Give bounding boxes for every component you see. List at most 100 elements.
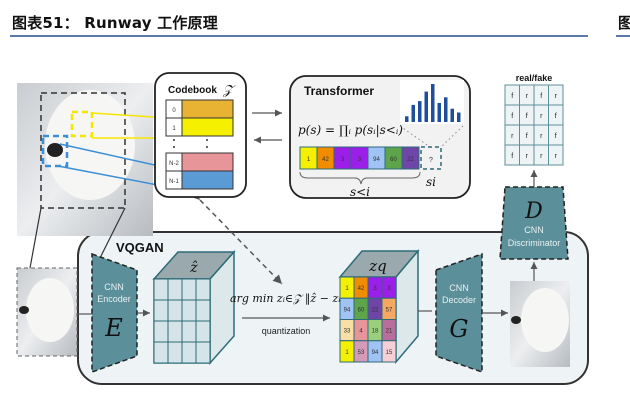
zq-cell-value: 57 [386,307,393,313]
real-fake-value: f [555,133,557,140]
input-image-small [16,267,78,357]
z-hat-cell [195,341,211,364]
zq-cell-value: 3 [373,286,377,292]
argmin-formula: arg min zᵢ∈𝒵 ‖ẑ − zᵢ‖ [230,292,346,306]
real-fake-value: f [511,93,513,100]
z-hat-cell [195,299,211,322]
zq-cell-value: 21 [386,329,393,335]
transformer-formula: p(s) = ∏ᵢ p(sᵢ|s<ᵢ) [298,123,403,137]
histogram-bar [405,116,409,122]
zq-label: zq [368,257,387,275]
cnn-decoder: CNN Decoder G [435,252,483,374]
patch-blue [41,134,69,168]
real-fake-value: r [511,133,514,140]
real-fake-value: f [540,93,542,100]
sequence-token-value: 42 [322,157,329,163]
cnn-encoder: CNN Encoder E [91,252,138,374]
context-label: s<i [350,185,370,199]
z-hat-cell [181,278,197,301]
cnn-discriminator: D CNN Discriminator [499,186,569,260]
zq-cell-value: 1 [345,350,349,356]
vqgan-title: VQGAN [116,240,164,255]
sequence-token-value: 3 [358,157,362,163]
discriminator-label-1: CNN [524,225,544,235]
histogram-bar [431,84,435,122]
codebook-title: Codebook [168,85,217,96]
z-hat-cell [181,320,197,343]
real-fake-value: r [526,153,529,160]
next-token: ? [429,157,433,164]
real-fake-title: real/fake [516,73,553,83]
discriminator-symbol: D [524,199,543,224]
z-hat-cell [181,341,197,364]
decoder-symbol: G [449,315,468,343]
zq-cell-value: 4 [359,329,363,335]
sequence-token-value: 22 [407,157,414,163]
real-fake-value: r [555,93,558,100]
z-hat-cell [167,320,183,343]
encoder-shape [91,252,138,374]
codebook-rows: 01N-2N-1 [165,99,234,190]
crop-region-dashed [40,92,126,209]
next-token-box [420,146,442,170]
z-hat-label: ẑ [189,259,198,276]
probability-histogram [405,84,461,122]
zq-cell-value: 33 [344,329,351,335]
zq-cell-value: 94 [344,307,351,313]
z-hat-cell [167,299,183,322]
decoder-shape [435,252,483,374]
real-fake-value: r [526,93,529,100]
real-fake-value: r [540,133,543,140]
z-hat-cell [153,341,169,364]
z-hat-cell [153,299,169,322]
z-hat-cell [153,278,169,301]
quantization-label: quantization [262,326,311,336]
codebook-index: N-2 [169,161,179,167]
real-fake-value: r [555,153,558,160]
codebook-vector [181,170,234,190]
z-hat-cell [181,299,197,322]
codebook-symbol: 𝒵 [222,83,236,98]
z-hat-cell [153,320,169,343]
histogram-bar [424,91,428,122]
histogram-bar [444,97,448,122]
codebook-panel: Codebook 𝒵 01N-2N-1 [154,72,247,198]
sequence-token [401,146,420,170]
histogram-bar [457,112,461,122]
real-fake-value: r [540,153,543,160]
z-hat-cell [195,320,211,343]
encoder-symbol: E [104,314,123,342]
histogram-bar [450,108,454,122]
figure-title: 图表51： Runway 工作原理 [12,14,218,32]
codebook-vector [181,117,234,137]
zq-cell-value: 22 [372,307,379,313]
codebook-index: 1 [172,126,176,132]
next-figure-title-fragment: 图 [618,14,630,32]
sequence-token-value: 3 [341,157,345,163]
real-fake-value: r [540,113,543,120]
output-image [510,281,570,367]
sequence-token-value: 60 [390,157,397,163]
histogram-bar [437,103,441,122]
encoder-label-2: Encoder [97,294,131,304]
z-hat-cell [195,278,211,301]
zq-cell-value: 53 [358,350,365,356]
title-underline [10,35,588,37]
zq-cell [381,340,397,363]
ellipsis-dot [206,139,208,141]
next-title-underline [616,35,630,37]
zq-cell-value: 3 [387,286,391,292]
codebook-lookup-arrow [190,190,283,285]
real-fake-value: f [511,153,513,160]
z-hat-cell [167,278,183,301]
next-label: si [426,175,436,189]
sequence-token-value: 94 [373,157,380,163]
decoder-label-1: CNN [449,283,469,293]
real-fake-value: f [555,113,557,120]
